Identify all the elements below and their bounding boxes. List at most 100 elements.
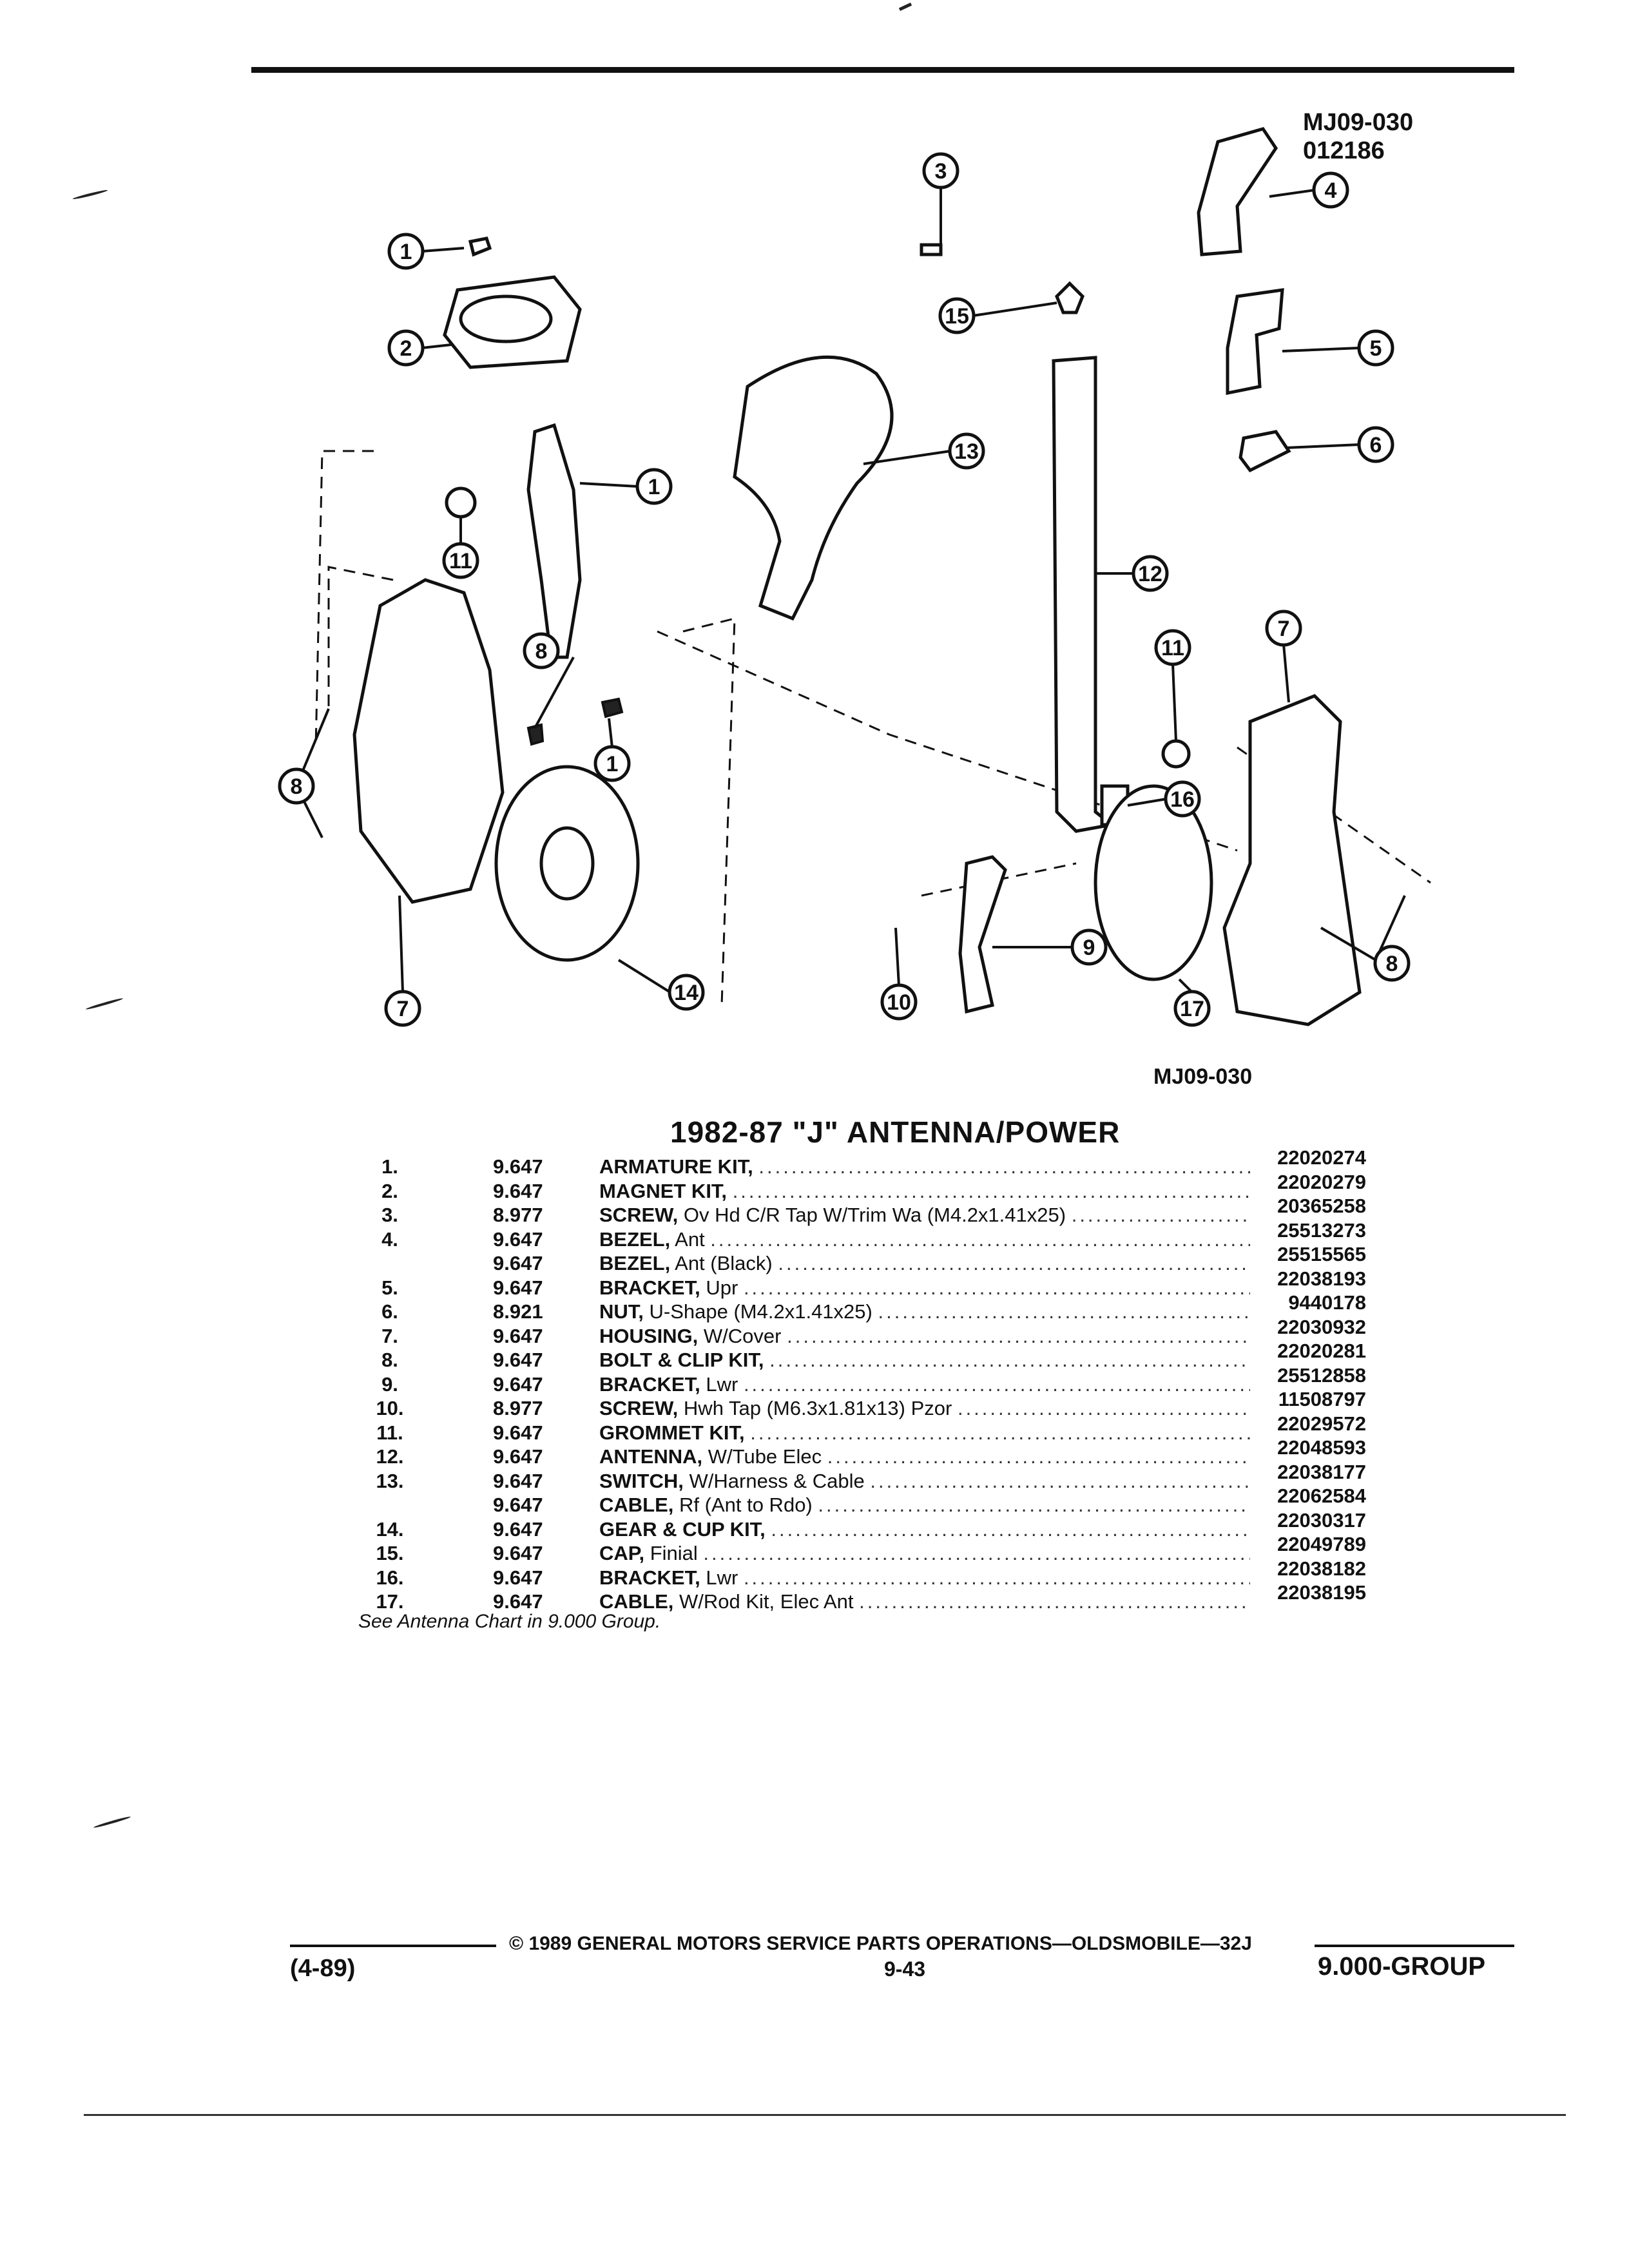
figure-date-code: 012186 — [1303, 137, 1385, 164]
callout-1a: 1 — [387, 233, 425, 270]
item-name: CABLE, — [599, 1494, 674, 1516]
item-description: ANTENNA, W/Tube Elec ...................… — [599, 1445, 1250, 1469]
callout-2: 2 — [387, 329, 425, 367]
callout-11-left: 11 — [442, 542, 479, 579]
item-name: SWITCH, — [599, 1469, 684, 1492]
group-number: 9.647 — [493, 1276, 543, 1299]
figure-code-top: MJ09-030 012186 — [1303, 108, 1413, 165]
part-number: 22020279 — [1277, 1170, 1366, 1193]
callout-9: 9 — [1070, 928, 1108, 966]
item-detail: Lwr — [706, 1566, 738, 1589]
callout-label: 12 — [1138, 562, 1162, 586]
footer-copyright: © 1989 GENERAL MOTORS SERVICE PARTS OPER… — [509, 1933, 1252, 1954]
part-number: 25513273 — [1277, 1218, 1366, 1242]
item-name: MAGNET KIT, — [599, 1179, 728, 1202]
callout-label: 15 — [945, 304, 969, 329]
part-number: 22029572 — [1277, 1412, 1366, 1435]
item-name: HOUSING, — [599, 1324, 699, 1347]
item-name: BOLT & CLIP KIT, — [599, 1349, 764, 1371]
callout-label: 8 — [535, 639, 548, 664]
group-number: 8.921 — [493, 1300, 543, 1323]
part-number: 22062584 — [1277, 1485, 1366, 1507]
item-number: 17. — [376, 1590, 404, 1613]
dot-leader: ........................................… — [743, 1276, 1250, 1299]
callout-3: 3 — [922, 152, 959, 189]
group-number: 9.647 — [493, 1517, 543, 1541]
dot-leader: ........................................… — [743, 1372, 1250, 1396]
cable-coil-part — [1094, 784, 1213, 981]
small-clip-part — [468, 236, 492, 257]
item-detail: U-Shape (M4.2x1.41x25) — [649, 1300, 872, 1323]
gear-hub-part — [539, 826, 595, 901]
group-number: 9.647 — [493, 1252, 543, 1274]
group-number: 9.647 — [493, 1445, 543, 1468]
callout-label: 9 — [1083, 936, 1095, 960]
item-detail: Ov Hd C/R Tap W/Trim Wa (M4.2x1.41x25) — [683, 1204, 1066, 1226]
callout-1c: 1 — [593, 745, 631, 782]
callout-label: 3 — [935, 159, 947, 184]
item-number: 4. — [381, 1227, 398, 1251]
callout-8-upper-left: 8 — [523, 632, 560, 669]
item-number: 13. — [376, 1469, 404, 1492]
callout-label: 13 — [954, 439, 979, 464]
housing-right-part — [1222, 694, 1362, 1026]
bottom-rule — [84, 2114, 1566, 2116]
magnet-opening — [459, 294, 553, 343]
part-number: 11508797 — [1278, 1388, 1366, 1410]
scan-mark — [93, 1815, 131, 1829]
figure-code: MJ09-030 — [1303, 109, 1414, 136]
callout-5: 5 — [1357, 329, 1394, 367]
item-name: NUT, — [599, 1300, 644, 1323]
dot-leader: ........................................… — [743, 1566, 1250, 1589]
footer-rule-right — [1315, 1945, 1514, 1947]
item-number: 5. — [381, 1276, 398, 1299]
item-description: SCREW, Hwh Tap (M6.3x1.81x13) Pzor .....… — [599, 1396, 1250, 1421]
callout-8-right: 8 — [1373, 945, 1411, 982]
callout-label: 1 — [606, 752, 619, 776]
callout-label: 11 — [449, 549, 472, 573]
callout-10: 10 — [880, 983, 918, 1021]
item-description: BRACKET, Lwr ...........................… — [599, 1372, 1250, 1397]
group-number: 9.647 — [493, 1372, 543, 1396]
scan-mark — [898, 3, 912, 11]
item-detail: Finial — [650, 1542, 698, 1564]
group-number: 8.977 — [493, 1204, 543, 1226]
dot-leader: ........................................… — [870, 1469, 1250, 1492]
item-detail: W/Rod Kit, Elec Ant — [679, 1590, 854, 1613]
item-number: 16. — [376, 1566, 404, 1589]
screw-part — [920, 243, 943, 256]
callout-15: 15 — [938, 297, 976, 334]
callout-7-right: 7 — [1265, 610, 1302, 647]
callout-label: 2 — [400, 336, 412, 361]
dot-leader: ........................................… — [758, 1155, 1250, 1178]
dot-leader: ........................................… — [878, 1300, 1250, 1323]
antenna-chart-note: See Antenna Chart in 9.000 Group. — [358, 1611, 661, 1632]
dot-leader: ........................................… — [703, 1542, 1250, 1564]
part-number: 22020274 — [1277, 1146, 1366, 1169]
callout-17: 17 — [1173, 990, 1211, 1027]
item-name: GEAR & CUP KIT, — [599, 1517, 766, 1541]
callout-1b: 1 — [635, 468, 673, 505]
item-description: MAGNET KIT, ............................… — [599, 1179, 1250, 1204]
callout-label: 10 — [887, 990, 911, 1015]
part-number: 22030932 — [1277, 1315, 1366, 1338]
item-description: BRACKET, Lwr ...........................… — [599, 1566, 1250, 1590]
item-detail: Lwr — [706, 1372, 738, 1396]
item-number: 1. — [381, 1155, 398, 1178]
exploded-parts-diagram: 1 2 3 4 5 6 7 8 9 10 11 12 13 14 15 16 1… — [278, 127, 1431, 1027]
callout-label: 6 — [1370, 433, 1382, 457]
group-number: 9.647 — [493, 1324, 543, 1347]
item-detail: W/Harness & Cable — [689, 1469, 865, 1492]
item-detail: W/Tube Elec — [708, 1445, 822, 1468]
